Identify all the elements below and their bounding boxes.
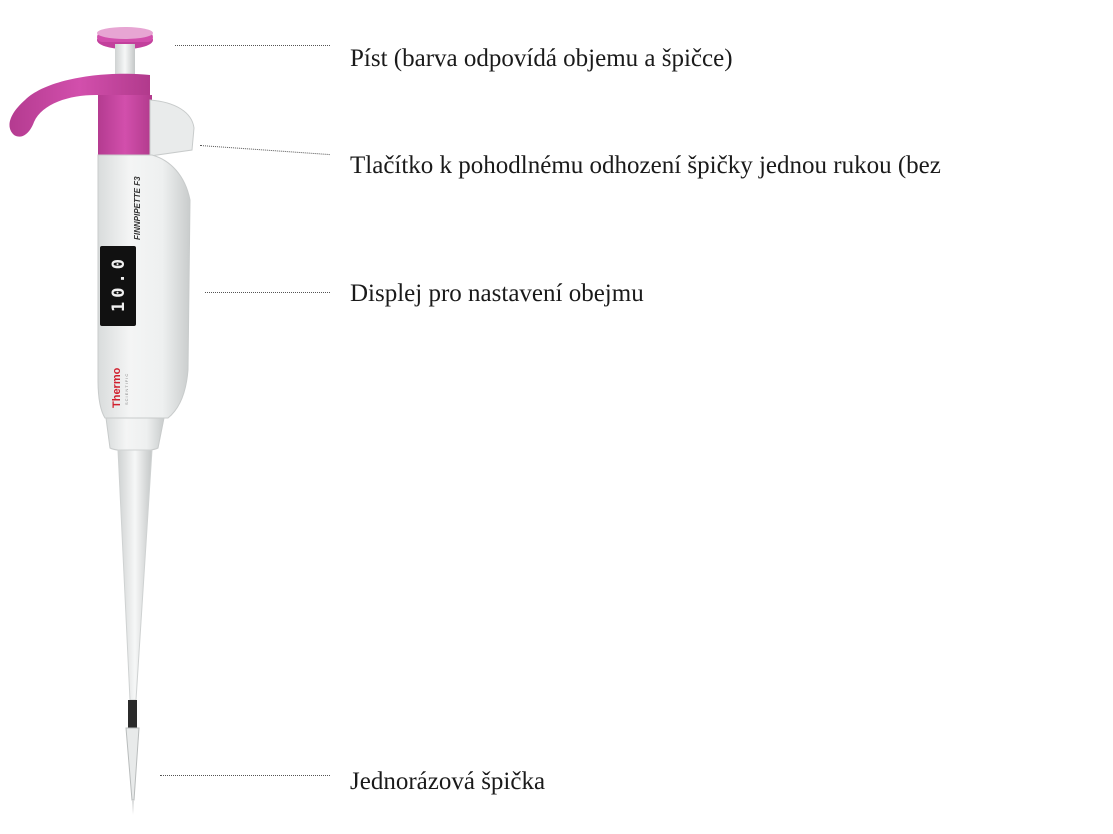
model-text: FINNPIPETTE F3 — [133, 176, 142, 240]
plunger-leader — [175, 45, 330, 46]
ejector-label: Tlačítko k pohodlnému odhození špičky je… — [350, 151, 941, 181]
plunger-label: Píst (barva odpovídá objemu a špičce) — [350, 44, 733, 74]
tip-leader — [160, 775, 330, 776]
disposable-tip — [126, 700, 139, 815]
ejector-button — [150, 100, 194, 156]
volume-display: 10.0 — [100, 246, 136, 326]
lower-collar — [106, 418, 164, 451]
brand-text: Thermo — [111, 367, 123, 408]
display-label: Displej pro nastavení obejmu — [350, 279, 644, 309]
pipette-shaft — [118, 450, 152, 700]
brand-subtext: SCIENTIFIC — [124, 373, 129, 405]
display-leader — [205, 292, 330, 293]
pipette-icon: FINNPIPETTE F3 10.0 Thermo SCIENTIFIC — [0, 0, 240, 834]
tip-label: Jednorázová špička — [350, 767, 545, 797]
volume-display-value: 10.0 — [109, 255, 129, 312]
finger-hook — [9, 74, 152, 155]
